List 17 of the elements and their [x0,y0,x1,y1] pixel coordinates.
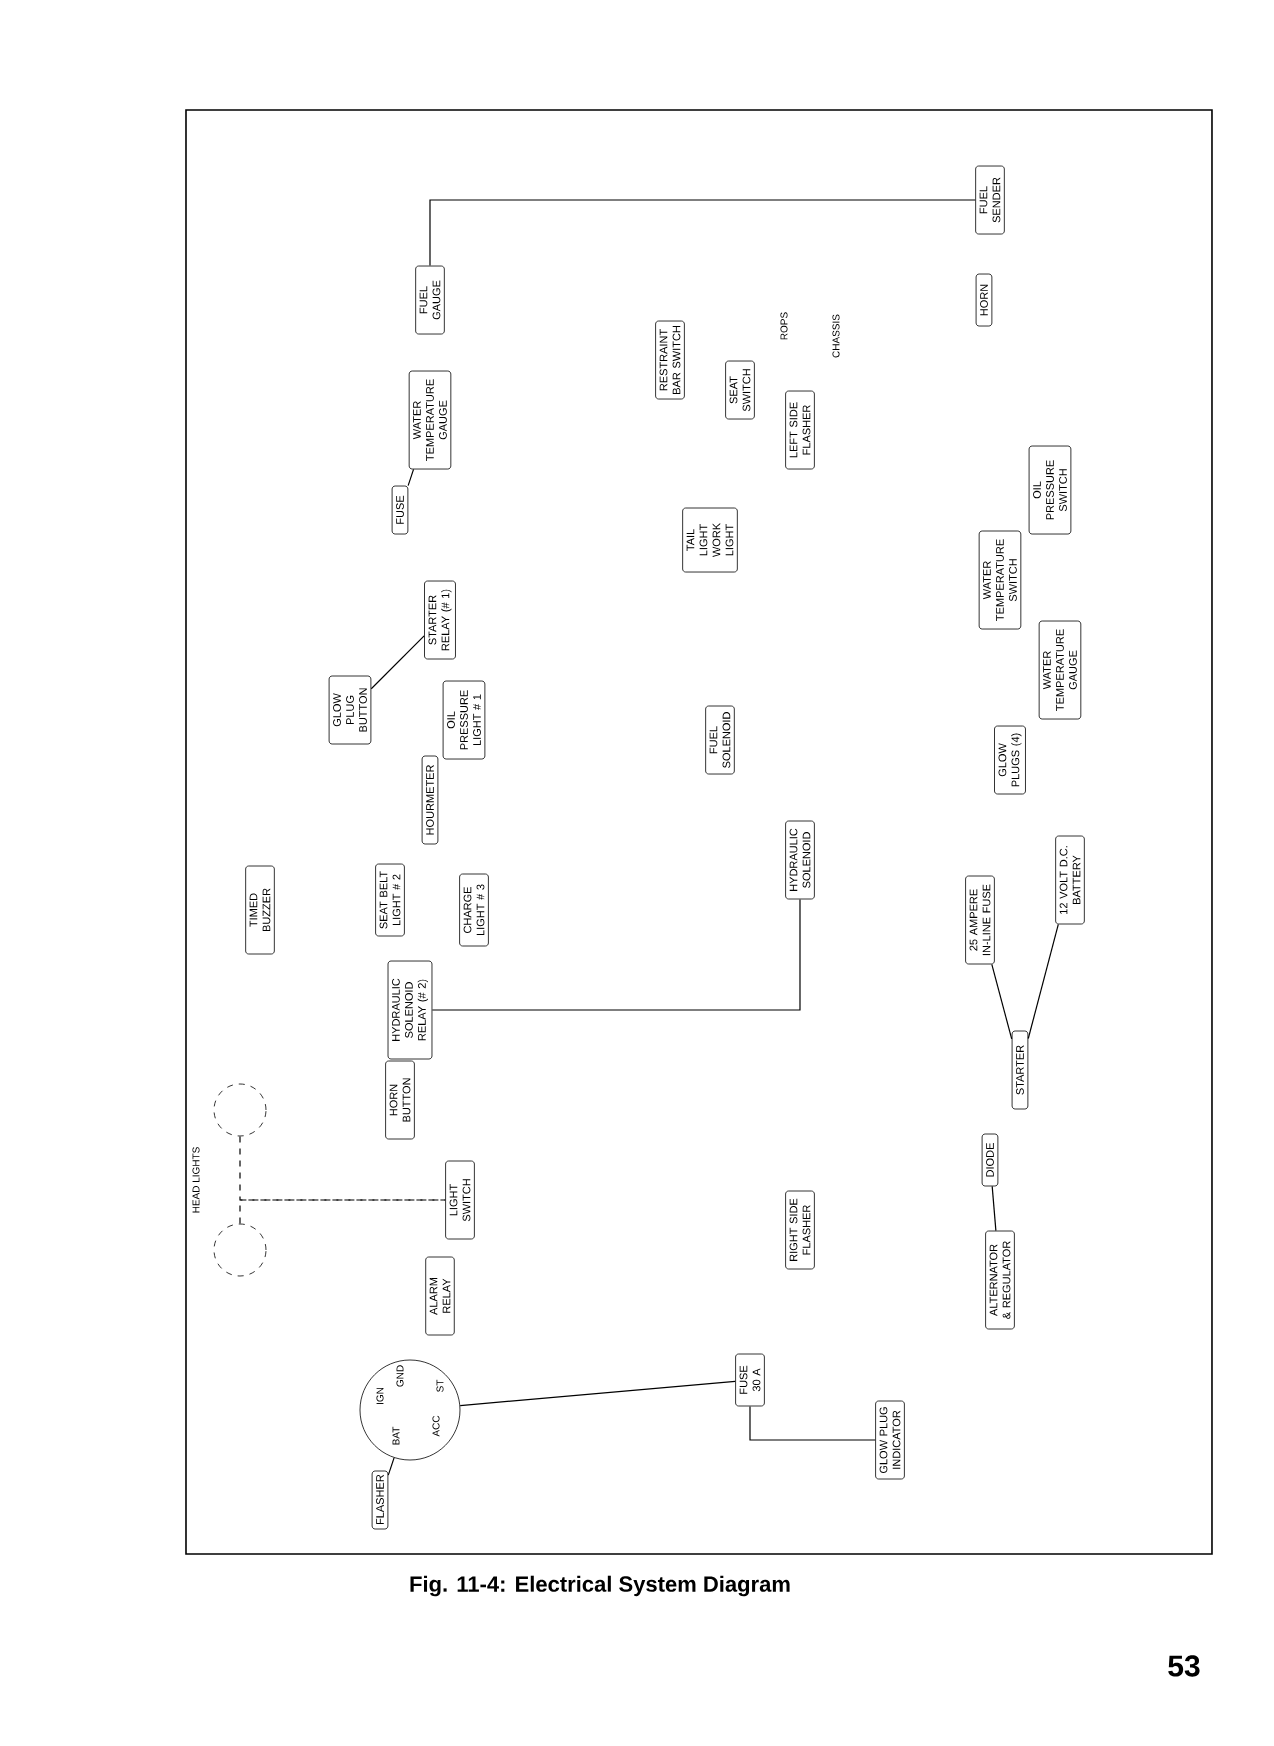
lamp-symbol [213,1223,267,1277]
page-number: 53 [1168,1655,1200,1677]
wire [749,1405,876,1441]
wire [407,468,415,487]
wire [1027,923,1059,1040]
wire [239,1199,446,1225]
wire [459,1380,736,1407]
lamp-symbol [213,1083,267,1137]
wire [239,1135,446,1201]
wire [429,199,976,267]
wire [991,1185,997,1232]
wire [431,898,801,1011]
wire [370,635,425,690]
caption: Fig. 11-4: Electrical System Diagram [410,1575,790,1597]
wire [991,963,1013,1040]
wire [387,1457,395,1476]
ignition-switch [359,1359,461,1461]
